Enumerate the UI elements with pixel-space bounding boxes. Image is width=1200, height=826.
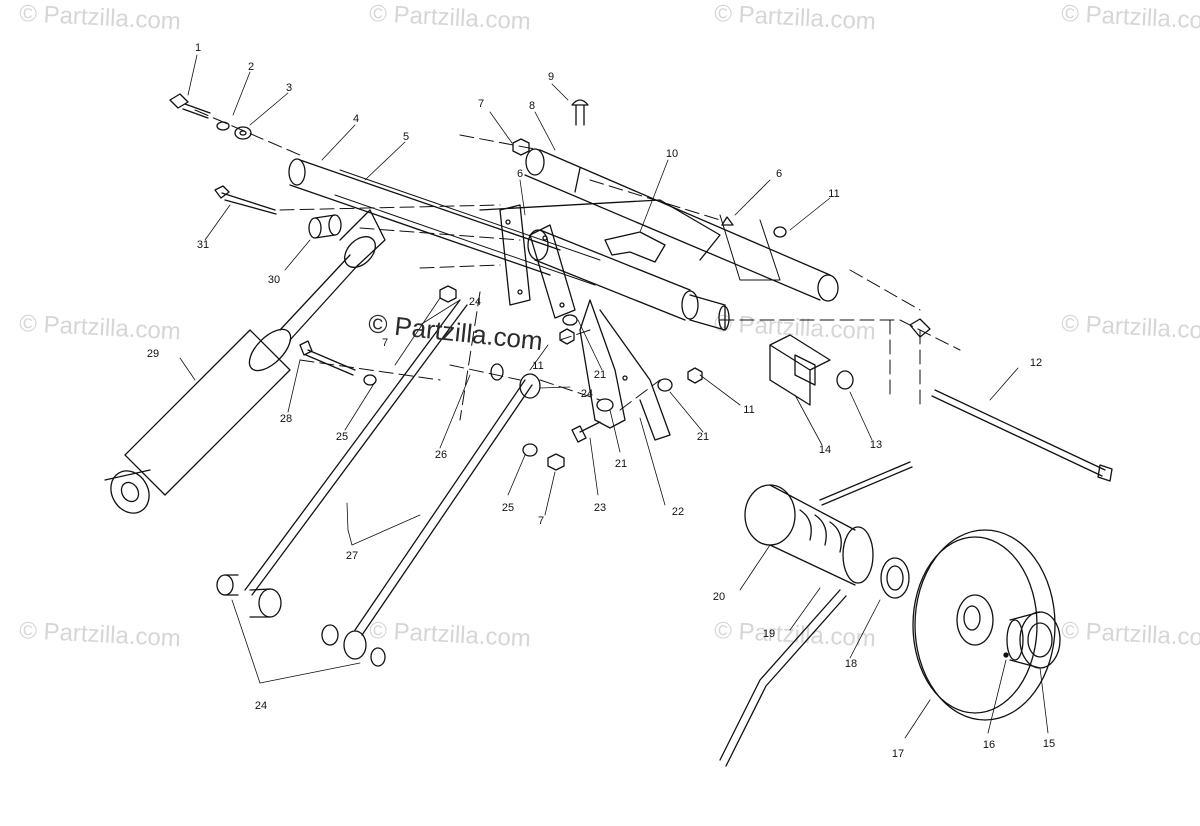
wheel-17 — [912, 529, 1056, 721]
callout-label: 29 — [146, 348, 160, 360]
callout-label: 19 — [762, 628, 776, 640]
bracket-left — [499, 204, 531, 306]
bolt-31 — [221, 192, 277, 215]
callout-label: 6 — [516, 168, 524, 180]
callout-label: 21 — [696, 431, 710, 443]
bracket-right — [529, 224, 576, 319]
callout-label: 20 — [712, 591, 726, 603]
callout-label: 11 — [532, 360, 544, 372]
callout-label: 25 — [335, 431, 349, 443]
callout-label: 1 — [194, 42, 202, 54]
callout-label: 16 — [982, 739, 996, 751]
spacer-14 — [769, 334, 831, 406]
callout-label: 13 — [869, 439, 883, 451]
callout-label: 24 — [254, 700, 268, 712]
callout-label: 18 — [844, 658, 858, 670]
callout-label: 5 — [402, 131, 410, 143]
cross-shaft — [524, 148, 839, 302]
bolt-12 — [931, 389, 1106, 477]
callout-label: 10 — [665, 148, 679, 160]
washer-18 — [880, 557, 910, 599]
callout-label: 7 — [477, 98, 485, 110]
washer-2 — [216, 121, 230, 131]
callout-label: 9 — [547, 71, 555, 83]
callout-label: 11 — [828, 188, 840, 200]
callout-label: 12 — [1029, 357, 1043, 369]
callout-label: 21 — [593, 369, 607, 381]
callout-label: 28 — [279, 413, 293, 425]
callout-label: 24 — [580, 388, 594, 400]
callout-label: 4 — [352, 113, 360, 125]
callout-label: 22 — [671, 506, 685, 518]
spring-assy — [719, 461, 913, 767]
callout-label: 24 — [468, 296, 482, 308]
rods-27 — [244, 299, 533, 636]
callout-label: 25 — [501, 502, 515, 514]
callout-label: 23 — [593, 502, 607, 514]
shock-absorber — [104, 209, 386, 514]
callout-label: 11 — [743, 404, 755, 416]
callout-label: 6 — [775, 168, 783, 180]
callout-label: 21 — [614, 458, 628, 470]
callout-label: 14 — [818, 444, 832, 456]
callout-label: 26 — [434, 449, 448, 461]
callout-label: 31 — [196, 239, 210, 251]
bushing-30 — [308, 214, 342, 239]
bushings-24 — [216, 574, 386, 667]
callout-label: 3 — [285, 82, 293, 94]
callout-label: 17 — [891, 748, 905, 760]
bolt-1 — [169, 93, 211, 119]
bracket-22 — [579, 299, 671, 441]
callout-label: 2 — [247, 61, 255, 73]
torque-arm — [604, 231, 666, 263]
callout-label: 7 — [381, 337, 389, 349]
rail-tube-upper — [288, 158, 721, 286]
callout-label: 30 — [267, 274, 281, 286]
callout-label: 8 — [528, 100, 536, 112]
washer-3 — [234, 126, 252, 140]
callout-label: 27 — [345, 550, 359, 562]
hub-15 — [1006, 611, 1061, 669]
callout-label: 15 — [1042, 738, 1056, 750]
callout-label: 7 — [537, 515, 545, 527]
